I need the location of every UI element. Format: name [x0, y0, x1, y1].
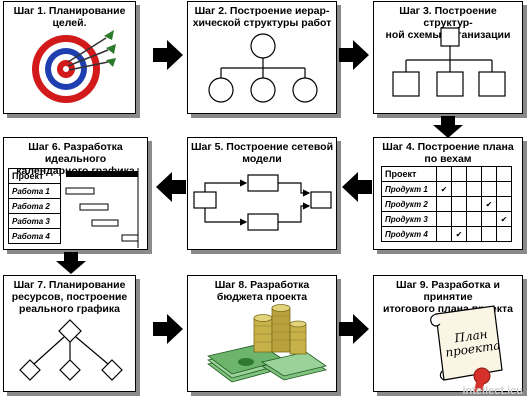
- step-9-box: Шаг 9. Разработка и принятие итогового п…: [373, 275, 523, 393]
- check-icon: ✔: [481, 196, 497, 212]
- schedule-table: Проект Работа 1 Работа 2 Работа 3 Работа…: [8, 168, 61, 244]
- step-5-title: Шаг 5. Построение сетевой модели: [190, 141, 334, 165]
- milestone-row: Продукт 1: [381, 181, 437, 197]
- step-3-title: Шаг 3. Построение структур- ной схемы ор…: [385, 5, 511, 41]
- step-5-box: Шаг 5. Построение сетевой модели: [187, 137, 337, 250]
- watermark: intellect.icu: [462, 385, 523, 397]
- money-icon: [207, 304, 327, 383]
- arrow-right-1-2: [153, 40, 183, 70]
- scroll-document-icon: [430, 305, 503, 393]
- step-1-title: Шаг 1. Планирование целей.: [13, 5, 126, 29]
- arrow-down-3-4: [433, 116, 463, 138]
- step-2-title: Шаг 2. Построение иерар- хической структ…: [192, 5, 332, 29]
- schedule-row: Работа 4: [8, 228, 61, 244]
- milestone-row: Продукт 4: [381, 226, 437, 242]
- work-breakdown-tree: [208, 33, 318, 103]
- step-4-title: Шаг 4. Построение плана по вехам: [382, 141, 514, 165]
- schedule-row: Работа 2: [8, 198, 61, 214]
- gantt-bars: [65, 168, 139, 248]
- check-icon: ✔: [451, 226, 467, 242]
- seal-icon: [473, 367, 491, 385]
- check-icon: ✔: [496, 211, 512, 227]
- arrow-down-6-7: [56, 252, 86, 274]
- arrow-left-4-5: [342, 172, 372, 202]
- milestone-row: Продукт 3: [381, 211, 437, 227]
- gantt-bar-project: [66, 171, 138, 177]
- step-2-box: Шаг 2. Построение иерар- хической структ…: [187, 1, 337, 114]
- step-8-title: Шаг 8. Разработка бюджета проекта: [214, 279, 310, 303]
- gantt-bar-1: [65, 187, 95, 195]
- step-7-title: Шаг 7. Планирование ресурсов, построение…: [11, 279, 128, 315]
- step-1-box: Шаг 1. Планирование целей.: [3, 1, 136, 114]
- step-7-box: Шаг 7. Планирование ресурсов, построение…: [3, 275, 136, 392]
- milestone-row: Продукт 2: [381, 196, 437, 212]
- gantt-bar-3: [91, 219, 119, 227]
- network-model: [193, 174, 332, 231]
- arrow-right-2-3: [339, 40, 369, 70]
- step-6-box: Шаг 6. Разработка идеального календарног…: [3, 137, 148, 250]
- resource-diamond-tree: [19, 319, 123, 381]
- milestone-table: Проект Продукт 1 ✔ Продукт 2 ✔ Продукт 3…: [381, 166, 512, 242]
- gantt-bar-4: [121, 234, 139, 242]
- target-icon: [32, 30, 116, 103]
- step-3-box: Шаг 3. Построение структур- ной схемы ор…: [373, 1, 523, 114]
- check-icon: ✔: [436, 181, 452, 197]
- gantt-bar-2: [79, 203, 109, 211]
- step-9-title: Шаг 9. Разработка и принятие итогового п…: [382, 279, 513, 315]
- arrow-right-7-8: [153, 314, 183, 344]
- step-4-box: Шаг 4. Построение плана по вехам Проект …: [373, 137, 523, 250]
- arrow-right-8-9: [339, 314, 369, 344]
- org-chart: [392, 27, 506, 97]
- arrow-left-5-6: [156, 172, 186, 202]
- step-8-box: Шаг 8. Разработка бюджета проекта: [187, 275, 337, 392]
- milestone-header: Проект: [381, 166, 437, 182]
